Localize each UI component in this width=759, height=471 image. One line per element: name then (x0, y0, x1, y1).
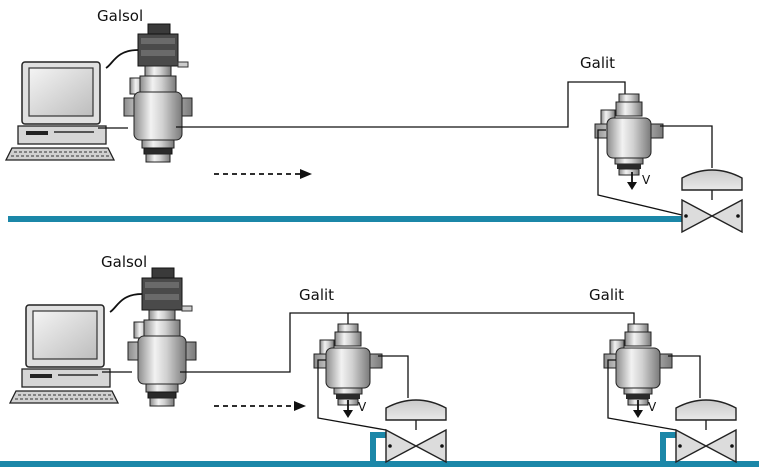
hydraulic-valve-icon-bottom-1 (385, 399, 447, 463)
galit-feed-tube-top (597, 129, 687, 217)
hydraulic-valve-icon-bottom-2 (675, 399, 737, 463)
flow-label-bottom-1: V (358, 400, 367, 414)
branch-pipe-elbow-bottom-2 (660, 432, 678, 438)
computer-icon-top (5, 61, 115, 161)
galsol-valve-icon-bottom (109, 267, 197, 407)
galit-label-bottom-1: Galit (299, 286, 335, 304)
control-tube-bottom-main (180, 312, 635, 373)
galit-label-bottom-2: Galit (589, 286, 625, 304)
hydraulic-valve-icon-top (681, 169, 743, 233)
galit-valve-icon-bottom-2 (603, 323, 673, 406)
flow-label-top: V (642, 173, 651, 187)
galit-out-tube-bottom-1 (378, 355, 409, 398)
control-tube-top (176, 81, 626, 128)
galit-valve-icon-bottom-1 (313, 323, 383, 406)
galsol-valve-icon-top (105, 23, 193, 163)
galit-valve-icon-top (594, 93, 664, 176)
dashed-flow-arrow-top-head (300, 169, 312, 179)
computer-icon-bottom (9, 304, 119, 404)
galsol-label-bottom: Galsol (101, 253, 148, 271)
main-pipe-bottom (0, 461, 759, 467)
galit-out-tube-top (660, 125, 713, 168)
galit-feed-tube-bottom-1 (317, 359, 387, 431)
dashed-flow-arrow-bottom-head (294, 401, 306, 411)
flow-arrow-icon-bottom-2-head (633, 410, 643, 418)
galit-feed-tube-bottom-2 (607, 359, 677, 431)
flow-label-bottom-2: V (648, 400, 657, 414)
galit-label-top: Galit (580, 54, 616, 72)
branch-pipe-bottom-2 (660, 434, 666, 462)
flow-arrow-icon-top-head (627, 182, 637, 190)
flow-arrow-icon-bottom-1-head (343, 410, 353, 418)
galsol-label-top: Galsol (97, 7, 144, 25)
main-pipe-top (8, 216, 688, 222)
galit-out-tube-bottom-2 (668, 355, 701, 398)
branch-pipe-bottom-1 (370, 434, 376, 462)
branch-pipe-elbow-bottom-1 (370, 432, 388, 438)
